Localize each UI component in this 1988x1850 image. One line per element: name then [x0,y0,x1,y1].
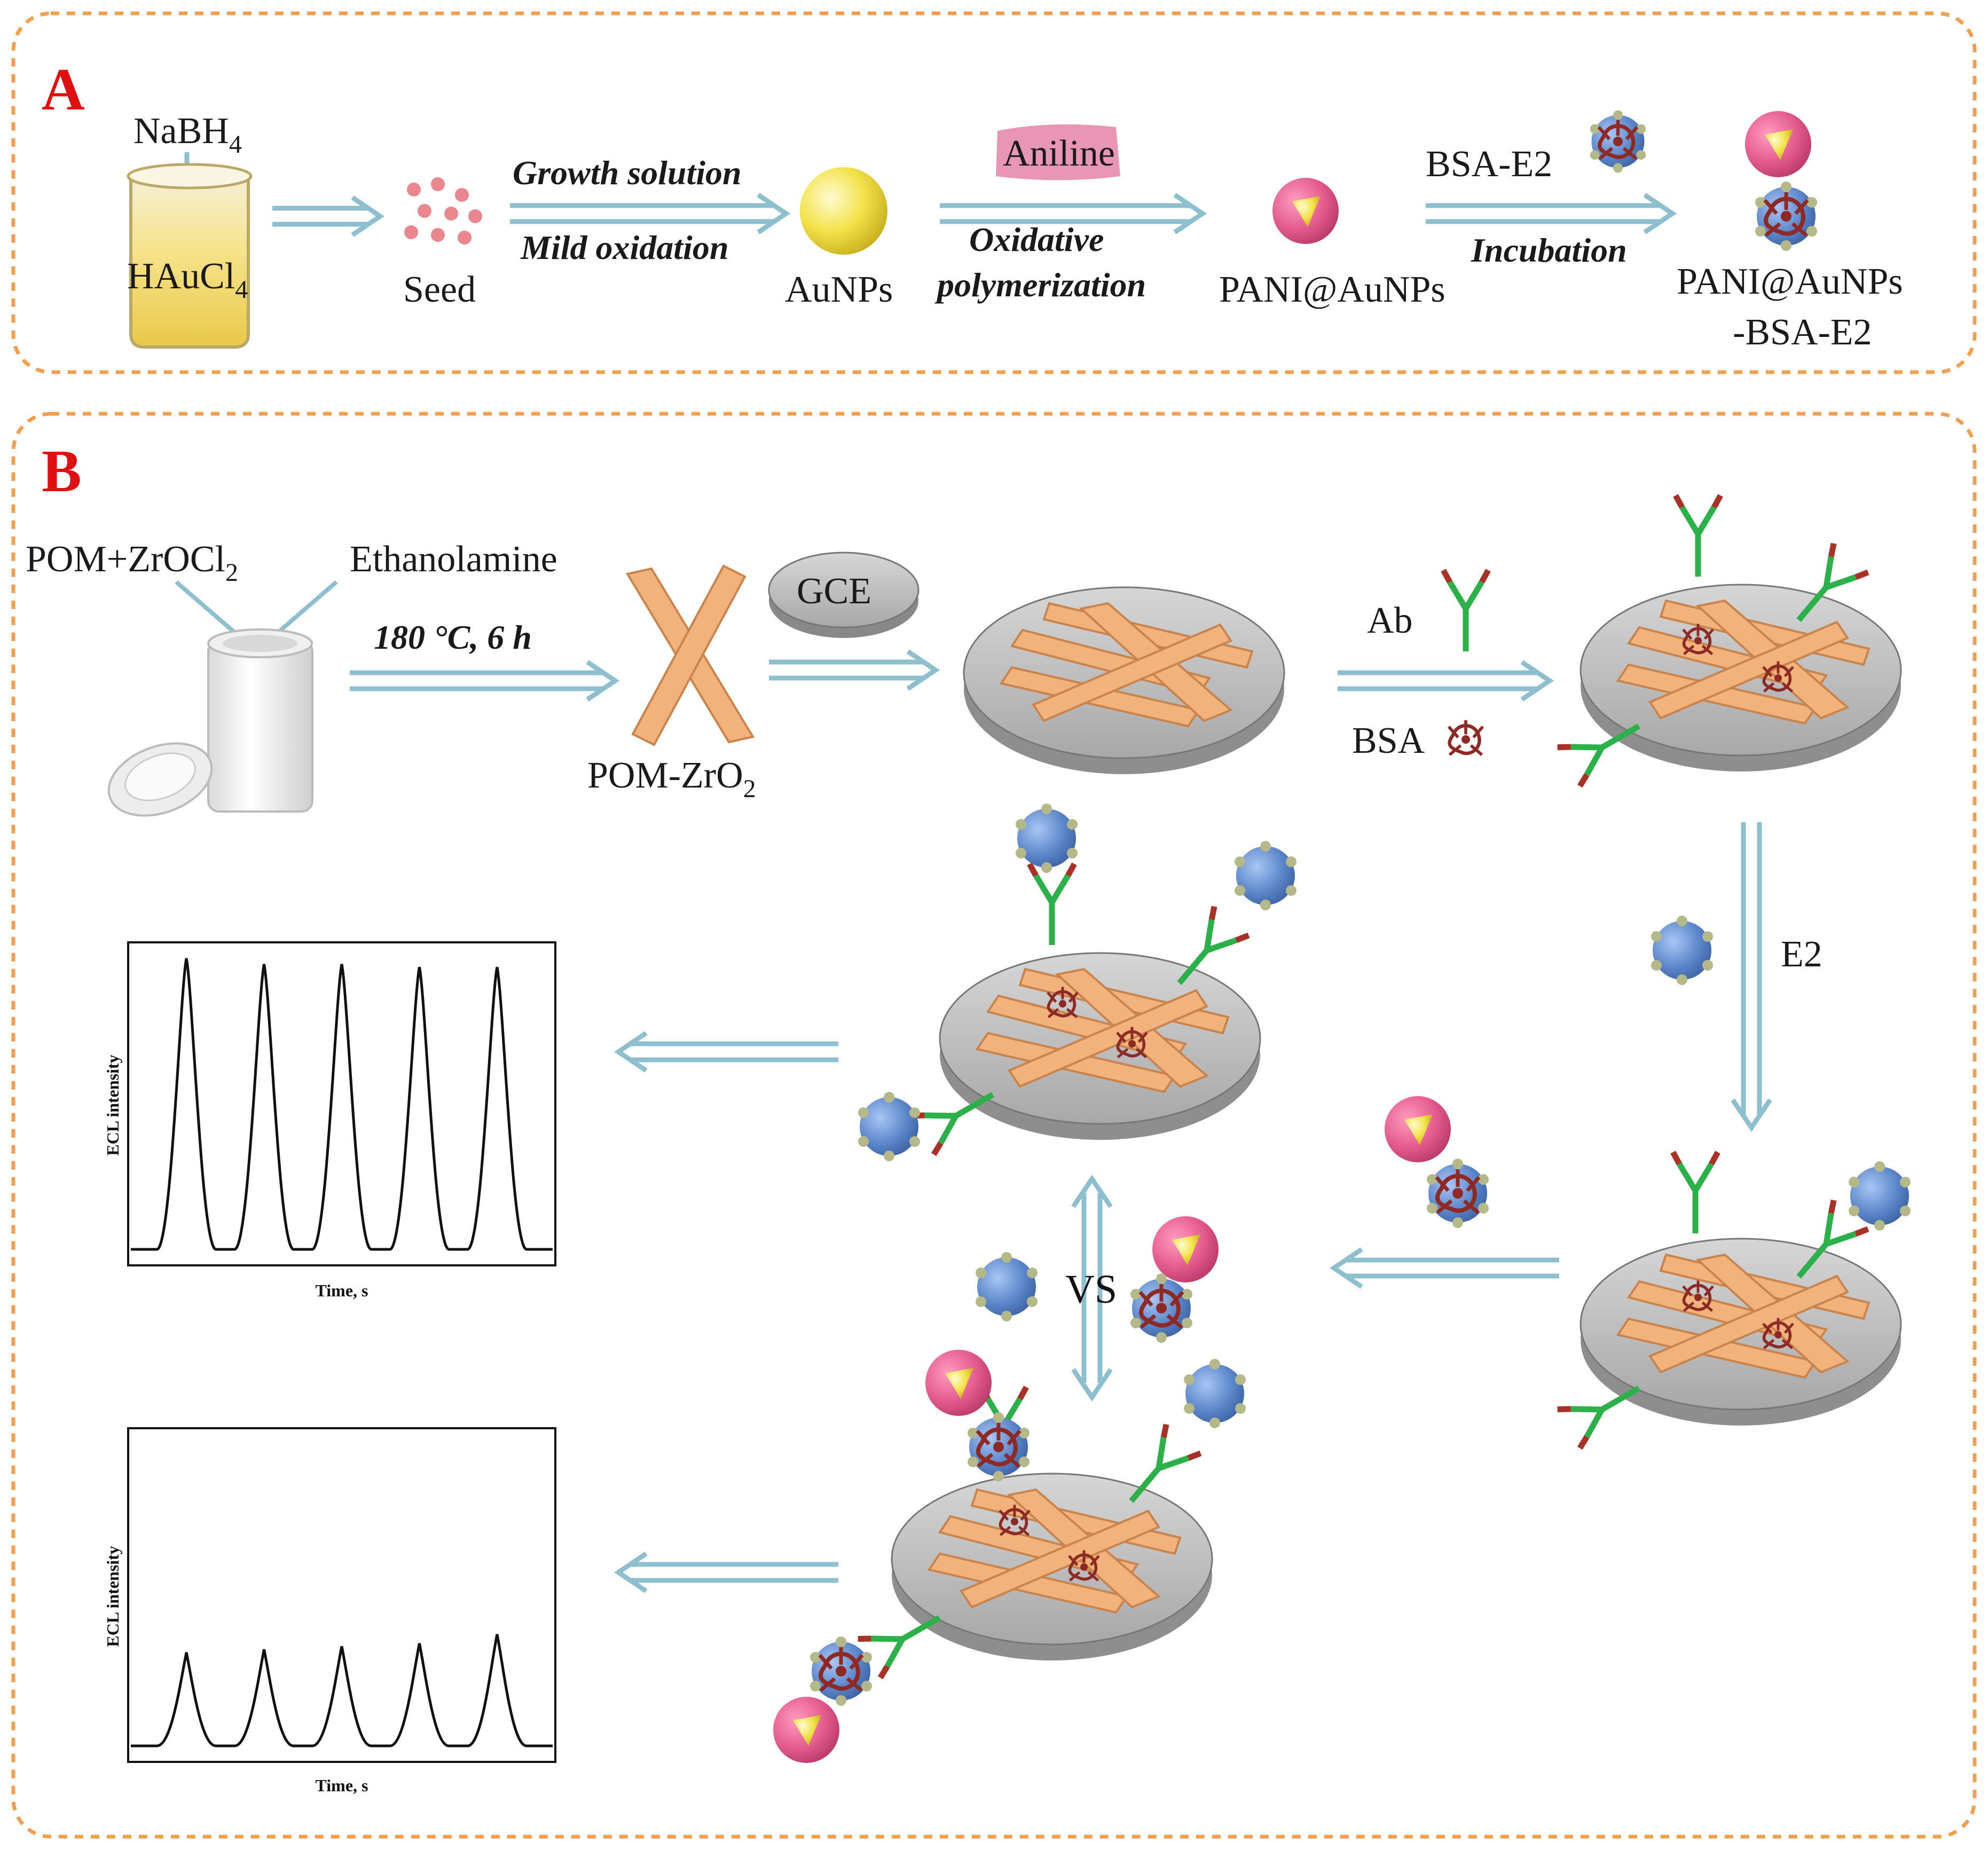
svg-text:HAuCl4: HAuCl4 [127,256,248,304]
e2-vs-icon [976,1252,1038,1321]
pom-zrocl2-subscript: 2 [225,558,238,587]
aniline-highlight [996,124,1120,180]
pom-zrocl2-label: POM+ZrOCl [26,539,225,580]
arrow-left-probe [1329,1247,1559,1289]
gce-label: GCE [797,571,871,612]
electrode-high-signal [858,804,1296,1161]
arrow-to-bottom-plot [614,1552,838,1593]
haucl4-label: HAuCl [127,256,235,297]
beaker-icon [127,163,253,349]
ecl-ylabel-bottom: ECL intensity [103,1546,122,1647]
ab-label: Ab [1367,600,1413,641]
ecl-plot-top: ECL intensity Time, s [103,941,556,1300]
arrow-electrode-to-ab [1338,660,1554,702]
arrow-bottle-to-rods [350,660,620,702]
ecl-ylabel-top: ECL intensity [103,1054,122,1155]
aunp-sphere-icon [800,167,887,255]
pom-zro2-label: POM-ZrO [587,755,743,796]
svg-text:POM-ZrO2: POM-ZrO2 [587,755,756,803]
electrode-e2-bound [1558,1152,1911,1448]
ecl-plot-bottom: ECL intensity Time, s [103,1427,556,1795]
aunps-label: AuNPs [785,269,893,310]
arrow-to-top-plot [614,1031,838,1073]
pani-aunps-bsa-e2-icon [1745,111,1817,251]
pom-zro2-subscript: 2 [743,775,756,803]
mild-oxidation-label: Mild oxidation [520,229,728,266]
product-label-line2: -BSA-E2 [1733,312,1872,353]
incubation-label: Incubation [1471,231,1627,269]
ethanolamine-label: Ethanolamine [350,539,557,580]
aniline-label: Aniline [1003,133,1115,174]
nabh4-subscript: 4 [229,130,242,159]
arrow-rods-to-electrode [769,649,940,691]
gce-electrode-icon [768,552,920,638]
ecl-curve-top [131,958,553,1251]
bsa-e2-label: BSA-E2 [1426,144,1552,185]
seed-label: Seed [403,269,476,310]
pani-aunp-icon [1272,178,1339,244]
probe-vs-icon [1130,1216,1219,1343]
pani-aunps-label: PANI@AuNPs [1219,269,1445,310]
growth-solution-label: Growth solution [513,154,742,192]
double-vertical-arrow [1071,1174,1113,1402]
ecl-xlabel-bottom: Time, s [316,1776,368,1795]
polymerization-label: polymerization [934,266,1146,304]
panel-a-letter: A [42,57,85,123]
ecl-curve-bottom [131,1634,553,1747]
arrow-down-e2 [1731,822,1772,1132]
arrow-beaker-to-seed [272,195,385,237]
bsa-e2-icon [1590,110,1646,173]
reaction-condition-label: 180 °C, 6 h [374,618,532,656]
electrode-ab-bsa [1558,495,1902,786]
haucl4-subscript: 4 [235,275,248,304]
seed-particles-icon [404,177,482,245]
oxidative-label: Oxidative [969,221,1104,258]
arrow-pani-to-product [1426,193,1677,234]
pani-probe-icon [1385,1096,1489,1228]
panel-b-border [11,412,1977,1839]
svg-text:POM+ZrOCl2: POM+ZrOCl2 [26,539,238,587]
arrow-aunps-to-pani [940,193,1207,234]
panel-a-border [11,11,1977,374]
e2-label: E2 [1781,934,1822,975]
modified-electrode-1 [963,586,1285,775]
svg-text:NaBH4: NaBH4 [133,111,242,159]
e2-antigen-icon [1651,916,1713,985]
panel-b-letter: B [42,438,82,505]
pom-zro2-nanorods-icon [625,564,755,746]
ab-antibody-icon [1443,570,1488,651]
bsa-protein-icon [1449,720,1483,755]
electrode-low-signal [773,1350,1246,1763]
product-label-line1: PANI@AuNPs [1677,261,1903,302]
autoclave-bottle-icon [107,580,338,817]
vs-label: VS [1065,1267,1117,1312]
bsa-label: BSA [1352,720,1425,761]
arrow-seed-to-aunps [510,193,791,234]
nabh4-label: NaBH [133,111,229,152]
ecl-xlabel-top: Time, s [316,1281,368,1300]
